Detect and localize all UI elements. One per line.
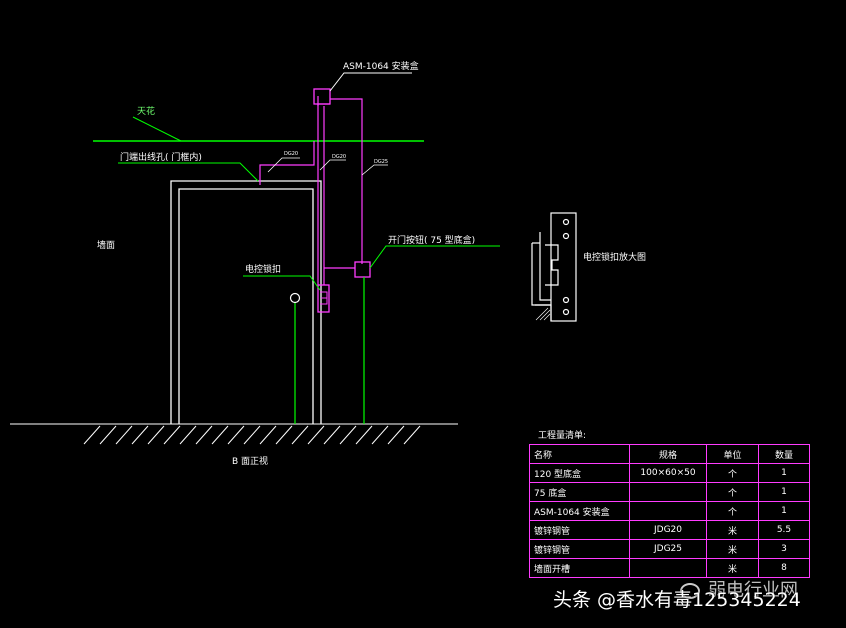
door-frame-inner	[178, 188, 314, 424]
door-frame-note-leader	[118, 162, 259, 182]
bom-cell-unit: 米	[706, 539, 759, 559]
bom-cell-unit: 个	[706, 463, 759, 483]
bom-cell-qty: 1	[758, 482, 810, 502]
electric-lock-mark	[320, 291, 328, 305]
hatch-stroke	[163, 425, 181, 445]
bom-cell-spec: 100×60×50	[629, 463, 707, 483]
bom-cell-unit: 个	[706, 482, 759, 502]
hatch-stroke	[259, 425, 277, 445]
bom-cell-name: 镀锌钢管	[529, 520, 630, 540]
bom-cell-spec	[629, 482, 707, 502]
conduit-runs	[259, 96, 363, 285]
hatch-stroke	[339, 425, 357, 445]
asm-1064-box	[313, 88, 331, 105]
electric-lock-box	[317, 284, 330, 313]
bom-col-qty: 数量	[758, 444, 810, 464]
bom-col-unit: 单位	[706, 444, 759, 464]
lock-detail-hatch	[535, 307, 551, 321]
hatch-stroke	[307, 425, 325, 445]
asm-1064-leader	[329, 72, 412, 92]
door-handle	[289, 292, 301, 304]
pipe-a-leader	[267, 157, 300, 173]
pipe-c-leader	[361, 164, 388, 176]
bom-col-spec: 规格	[629, 444, 707, 464]
door-frame-outer	[170, 180, 322, 424]
door-switch-label: 开门按钮( 75 型底盒)	[388, 234, 475, 246]
hatch-stroke	[147, 425, 165, 445]
hatch-stroke	[387, 425, 405, 445]
asm-1064-label: ASM-1064 安装盒	[343, 60, 419, 72]
watermark-site: 弱电行业网	[680, 576, 798, 602]
ground-hatch	[83, 425, 421, 445]
table-row: 120 型底盒 100×60×50 个 1	[529, 463, 810, 483]
bom-cell-spec: JDG20	[629, 520, 707, 540]
table-row: 75 底盒 个 1	[529, 482, 810, 502]
electric-lock-label: 电控锁扣	[245, 263, 281, 275]
bom-cell-name: 墙面开槽	[529, 558, 630, 578]
bom-cell-unit: 个	[706, 501, 759, 521]
door-switch-box	[354, 261, 371, 278]
bom-cell-spec	[629, 501, 707, 521]
bom-cell-spec	[629, 558, 707, 578]
bom-header-row: 名称 规格 单位 数量	[529, 444, 810, 464]
pipe-b-label: DG20	[332, 154, 346, 160]
hatch-stroke	[291, 425, 309, 445]
hatch-stroke	[355, 425, 373, 445]
hatch-stroke	[243, 425, 261, 445]
bom-cell-unit: 米	[706, 558, 759, 578]
table-row: 镀锌钢管 JDG20 米 5.5	[529, 520, 810, 540]
door-frame-note-label: 门端出线孔( 门框内)	[120, 151, 202, 163]
bom-cell-name: ASM-1064 安装盒	[529, 501, 630, 521]
hatch-stroke	[211, 425, 229, 445]
bom-cell-unit: 米	[706, 520, 759, 540]
watermark-source: 头条 @香水有毒125345224	[553, 589, 801, 611]
hatch-stroke	[115, 425, 133, 445]
hatch-stroke	[131, 425, 149, 445]
hatch-stroke	[227, 425, 245, 445]
hatch-stroke	[195, 425, 213, 445]
table-row: 镀锌钢管 JDG25 米 3	[529, 539, 810, 559]
hatch-stroke	[83, 425, 101, 445]
pipe-c-label: DG25	[374, 159, 388, 165]
bom-cell-qty: 3	[758, 539, 810, 559]
bom-col-name: 名称	[529, 444, 630, 464]
elevation-label: B 面正视	[232, 455, 268, 467]
table-row: ASM-1064 安装盒 个 1	[529, 501, 810, 521]
bom-cell-name: 镀锌钢管	[529, 539, 630, 559]
pipe-b-leader	[319, 159, 346, 171]
wall-label: 墙面	[97, 239, 115, 251]
lock-detail-drawing	[531, 212, 577, 322]
bom-cell-qty: 1	[758, 463, 810, 483]
bom-cell-qty: 5.5	[758, 520, 810, 540]
bom-cell-qty: 8	[758, 558, 810, 578]
door-switch-leader	[369, 245, 500, 269]
bom-title: 工程量清单:	[538, 431, 587, 441]
electric-lock-leader	[243, 275, 321, 291]
bom-cell-spec: JDG25	[629, 539, 707, 559]
bom-cell-name: 75 底盒	[529, 482, 630, 502]
table-row: 墙面开槽 米 8	[529, 558, 810, 578]
ceiling-leader	[132, 116, 182, 142]
hatch-stroke	[179, 425, 197, 445]
watermark-site-text: 弱电行业网	[708, 580, 798, 601]
wechat-icon	[680, 583, 700, 599]
hatch-stroke	[371, 425, 389, 445]
bom-cell-name: 120 型底盒	[529, 463, 630, 483]
hatch-stroke	[275, 425, 293, 445]
bom-table: 名称 规格 单位 数量 120 型底盒 100×60×50 个 1 75 底盒 …	[529, 444, 810, 578]
hatch-stroke	[403, 425, 421, 445]
ceiling-label: 天花	[137, 105, 155, 117]
lock-detail-label: 电控锁扣放大图	[583, 251, 646, 263]
hatch-stroke	[323, 425, 341, 445]
pipe-a-label: DG20	[284, 151, 298, 157]
hatch-stroke	[99, 425, 117, 445]
bom-cell-qty: 1	[758, 501, 810, 521]
